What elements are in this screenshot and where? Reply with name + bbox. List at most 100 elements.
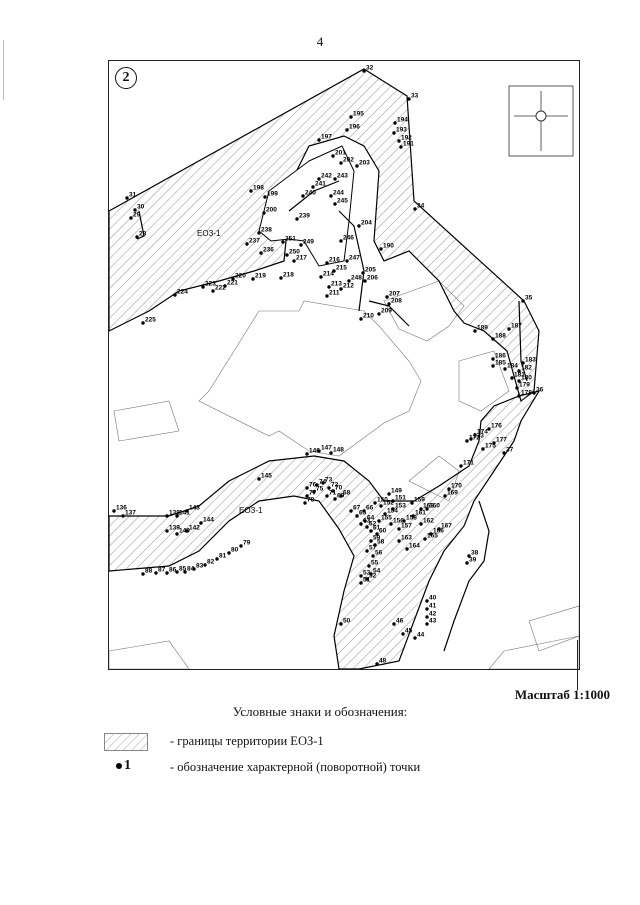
point-label-189: 189 — [477, 325, 488, 332]
point-marker-144 — [199, 521, 203, 525]
point-label-146: 146 — [309, 448, 320, 455]
point-marker-71 — [325, 494, 329, 498]
point-marker-181 — [510, 376, 514, 380]
point-layer: 3233343536373839404142434445464850515253… — [112, 65, 544, 666]
point-label-192: 192 — [401, 135, 412, 142]
point-marker-42 — [425, 615, 429, 619]
point-label-186: 186 — [495, 353, 506, 360]
point-marker-153 — [391, 507, 395, 511]
point-label-143: 143 — [189, 505, 200, 512]
point-label-137: 137 — [125, 510, 136, 517]
point-label-66: 66 — [366, 505, 374, 512]
zone-lower-band — [109, 390, 541, 669]
point-marker-157 — [397, 527, 401, 531]
point-marker-189 — [473, 329, 477, 333]
point-label-58: 58 — [377, 539, 385, 546]
point-label-176: 176 — [491, 423, 502, 430]
point-marker-146 — [305, 452, 309, 456]
point-marker-180 — [517, 379, 521, 383]
point-marker-195 — [349, 115, 353, 119]
point-label-81: 81 — [219, 553, 227, 560]
point-marker-173 — [469, 437, 473, 441]
point-label-191: 191 — [403, 141, 414, 148]
point-marker-185 — [491, 364, 495, 368]
point-marker-62 — [365, 525, 369, 529]
point-marker-156 — [389, 522, 393, 526]
point-label-56: 56 — [375, 550, 383, 557]
point-marker-87 — [154, 571, 158, 575]
point-marker-63 — [359, 522, 363, 526]
point-label-80: 80 — [231, 547, 239, 554]
point-label-73: 73 — [325, 477, 333, 484]
point-label-48: 48 — [379, 658, 387, 665]
point-label-203: 203 — [359, 160, 370, 167]
point-marker-51 — [359, 581, 363, 585]
point-marker-197 — [317, 138, 321, 142]
legend-title: Условные знаки и обозначения: — [232, 704, 408, 719]
point-label-163: 163 — [401, 535, 412, 542]
point-label-241: 241 — [315, 181, 326, 188]
point-label-156: 156 — [393, 518, 404, 525]
point-marker-83 — [192, 567, 196, 571]
point-label-170: 170 — [451, 483, 462, 490]
point-label-168: 168 — [423, 503, 434, 510]
point-marker-170 — [447, 487, 451, 491]
point-marker-57 — [365, 549, 369, 553]
point-label-38: 38 — [471, 550, 479, 557]
point-marker-251 — [281, 240, 285, 244]
point-marker-136 — [112, 509, 116, 513]
point-label-145: 145 — [261, 473, 272, 480]
point-marker-56 — [371, 554, 375, 558]
point-marker-210 — [359, 317, 363, 321]
point-marker-202 — [339, 161, 343, 165]
point-label-199: 199 — [267, 191, 278, 198]
point-marker-198 — [249, 189, 253, 193]
point-marker-225 — [141, 321, 145, 325]
point-marker-158 — [402, 519, 406, 523]
point-marker-207 — [385, 295, 389, 299]
point-label-243: 243 — [337, 173, 348, 180]
point-label-62: 62 — [369, 521, 377, 528]
point-marker-248 — [347, 279, 351, 283]
legend-hatch-swatch — [104, 733, 148, 751]
point-marker-81 — [215, 557, 219, 561]
point-label-193: 193 — [396, 127, 407, 134]
point-label-247: 247 — [349, 255, 360, 262]
point-marker-54 — [369, 572, 373, 576]
point-label-28: 28 — [139, 231, 147, 238]
point-label-165: 165 — [427, 533, 438, 540]
point-marker-243 — [333, 177, 337, 181]
point-label-194: 194 — [397, 117, 408, 124]
point-marker-53 — [359, 574, 363, 578]
point-label-240: 240 — [305, 190, 316, 197]
point-marker-82 — [203, 563, 207, 567]
point-label-64: 64 — [367, 515, 375, 522]
scale-rule — [577, 640, 578, 690]
point-marker-187 — [507, 327, 511, 331]
point-marker-70 — [331, 489, 335, 493]
point-label-35: 35 — [525, 295, 533, 302]
point-label-82: 82 — [207, 559, 215, 566]
point-marker-140 — [175, 532, 179, 536]
point-marker-203 — [355, 164, 359, 168]
point-label-72: 72 — [331, 482, 339, 489]
point-label-138: 138 — [169, 510, 180, 517]
point-marker-142 — [185, 529, 189, 533]
point-label-174: 174 — [477, 429, 488, 436]
point-label-88: 88 — [145, 568, 153, 575]
point-label-53: 53 — [363, 570, 371, 577]
point-marker-222 — [211, 289, 215, 293]
point-label-142: 142 — [189, 525, 200, 532]
point-label-209: 209 — [381, 308, 392, 315]
point-marker-175 — [481, 447, 485, 451]
point-label-55: 55 — [371, 560, 379, 567]
point-marker-141 — [175, 514, 179, 518]
point-label-214: 214 — [323, 271, 334, 278]
point-marker-164 — [405, 547, 409, 551]
point-label-136: 136 — [116, 505, 127, 512]
point-marker-73 — [321, 481, 325, 485]
point-marker-150 — [373, 501, 377, 505]
point-marker-160 — [425, 507, 429, 511]
legend-boundary-text: - границы территории ЕОЗ-1 — [170, 734, 324, 748]
point-label-39: 39 — [469, 557, 477, 564]
